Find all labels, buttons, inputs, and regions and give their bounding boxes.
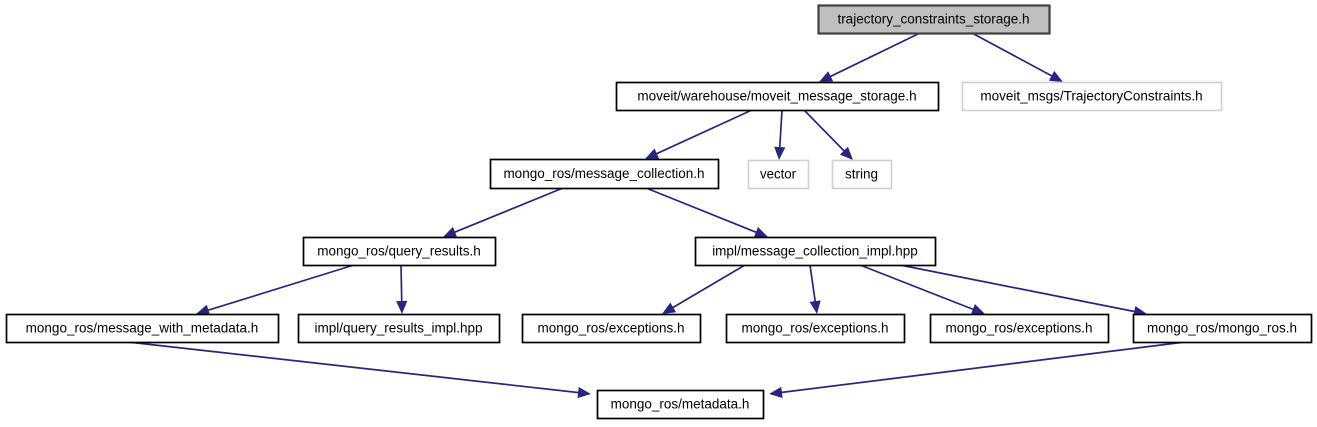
arrow-head-icon (753, 226, 768, 238)
edge-impl-message-collection-impl-hpp-to-mongo-ros-exceptions-h (662, 264, 746, 314)
edge-moveit-warehouse-moveit-message-storage-h-to-vector (774, 109, 786, 160)
arrow-head-icon (769, 386, 783, 398)
edge-line (206, 264, 355, 312)
node-box[interactable] (817, 4, 1051, 35)
arrow-head-icon (443, 226, 458, 238)
node-moveit-warehouse-moveit-message-storage-h[interactable]: moveit/warehouse/moveit_message_storage.… (615, 81, 940, 112)
node-box[interactable] (489, 158, 720, 190)
edge-trajectory-constraints-storage-h-to-moveit-msgs-trajectoryconstraints-h (971, 32, 1063, 82)
edge-mongo-ros-query-results-h-to-mongo-ros-message-with-metadata-h (196, 264, 355, 316)
node-moveit-msgs-trajectoryconstraints-h[interactable]: moveit_msgs/TrajectoryConstraints.h (961, 81, 1223, 112)
edge-mongo-ros-message-collection-h-to-mongo-ros-query-results-h (443, 187, 564, 238)
edge-line (859, 264, 976, 311)
edge-mongo-ros-message-with-metadata-h-to-mongo-ros-metadata-h (127, 341, 591, 399)
edge-line (779, 341, 1186, 394)
arrow-head-icon (577, 386, 591, 399)
node-mongo-ros-exceptions-h[interactable]: mongo_ros/exceptions.h (521, 313, 702, 344)
edge-line (899, 264, 1137, 313)
arrow-head-icon (809, 300, 821, 314)
edge-line (778, 109, 783, 150)
node-box[interactable] (297, 313, 501, 344)
node-box[interactable] (5, 313, 280, 344)
edge-moveit-warehouse-moveit-message-storage-h-to-string (803, 109, 853, 160)
node-box[interactable] (831, 159, 893, 190)
edge-mongo-ros-query-results-h-to-impl-query-results-impl-hpp (396, 264, 408, 314)
node-mongo-ros-message-collection-h[interactable]: mongo_ros/message_collection.h (489, 158, 720, 190)
node-box[interactable] (725, 313, 906, 344)
arrow-head-icon (196, 304, 211, 316)
node-string[interactable]: string (831, 159, 893, 190)
node-impl-message-collection-impl-hpp[interactable]: impl/message_collection_impl.hpp (694, 236, 937, 267)
node-mongo-ros-exceptions-h[interactable]: mongo_ros/exceptions.h (725, 313, 906, 344)
edge-line (127, 341, 581, 394)
node-box[interactable] (694, 236, 937, 267)
node-box[interactable] (961, 81, 1223, 112)
edge-moveit-warehouse-moveit-message-storage-h-to-mongo-ros-message-collection-h (645, 109, 753, 159)
node-box[interactable] (596, 389, 765, 420)
edge-line (828, 32, 921, 78)
edge-line (654, 109, 753, 156)
edge-line (645, 187, 759, 234)
arrow-head-icon (396, 300, 408, 314)
edge-line (400, 264, 403, 304)
edge-impl-message-collection-impl-hpp-to-mongo-ros-exceptions-h (859, 264, 985, 315)
node-box[interactable] (747, 159, 810, 190)
edge-impl-message-collection-impl-hpp-to-mongo-ros-exceptions-h (809, 264, 821, 314)
edge-impl-message-collection-impl-hpp-to-mongo-ros-mongo-ros-h (899, 264, 1147, 317)
arrow-head-icon (774, 146, 786, 160)
edge-line (671, 264, 746, 310)
edge-line (971, 32, 1054, 78)
edge-line (809, 264, 817, 304)
arrow-head-icon (662, 302, 677, 314)
edges-layer (127, 32, 1186, 399)
node-mongo-ros-query-results-h[interactable]: mongo_ros/query_results.h (302, 236, 497, 267)
edge-line (803, 109, 846, 153)
node-box[interactable] (929, 313, 1110, 344)
node-box[interactable] (302, 236, 497, 267)
arrow-head-icon (1048, 70, 1063, 82)
node-mongo-ros-metadata-h[interactable]: mongo_ros/metadata.h (596, 389, 765, 420)
node-mongo-ros-mongo-ros-h[interactable]: mongo_ros/mongo_ros.h (1132, 313, 1313, 344)
node-mongo-ros-message-with-metadata-h[interactable]: mongo_ros/message_with_metadata.h (5, 313, 280, 344)
node-box[interactable] (1132, 313, 1313, 344)
arrow-head-icon (645, 148, 660, 159)
nodes-layer: trajectory_constraints_storage.h moveit/w… (5, 4, 1313, 420)
node-box[interactable] (521, 313, 702, 344)
edge-trajectory-constraints-storage-h-to-moveit-warehouse-moveit-message-storage-h (819, 32, 921, 82)
arrow-head-icon (839, 146, 853, 160)
node-box[interactable] (615, 81, 940, 112)
node-vector[interactable]: vector (747, 159, 810, 190)
arrow-head-icon (970, 304, 985, 315)
edge-mongo-ros-message-collection-h-to-impl-message-collection-impl-hpp (645, 187, 768, 238)
edge-line (452, 187, 564, 234)
node-trajectory-constraints-storage-h[interactable]: trajectory_constraints_storage.h (817, 4, 1051, 35)
arrow-head-icon (819, 71, 834, 82)
edge-mongo-ros-mongo-ros-h-to-mongo-ros-metadata-h (769, 341, 1186, 398)
node-mongo-ros-exceptions-h[interactable]: mongo_ros/exceptions.h (929, 313, 1110, 344)
node-impl-query-results-impl-hpp[interactable]: impl/query_results_impl.hpp (297, 313, 501, 344)
